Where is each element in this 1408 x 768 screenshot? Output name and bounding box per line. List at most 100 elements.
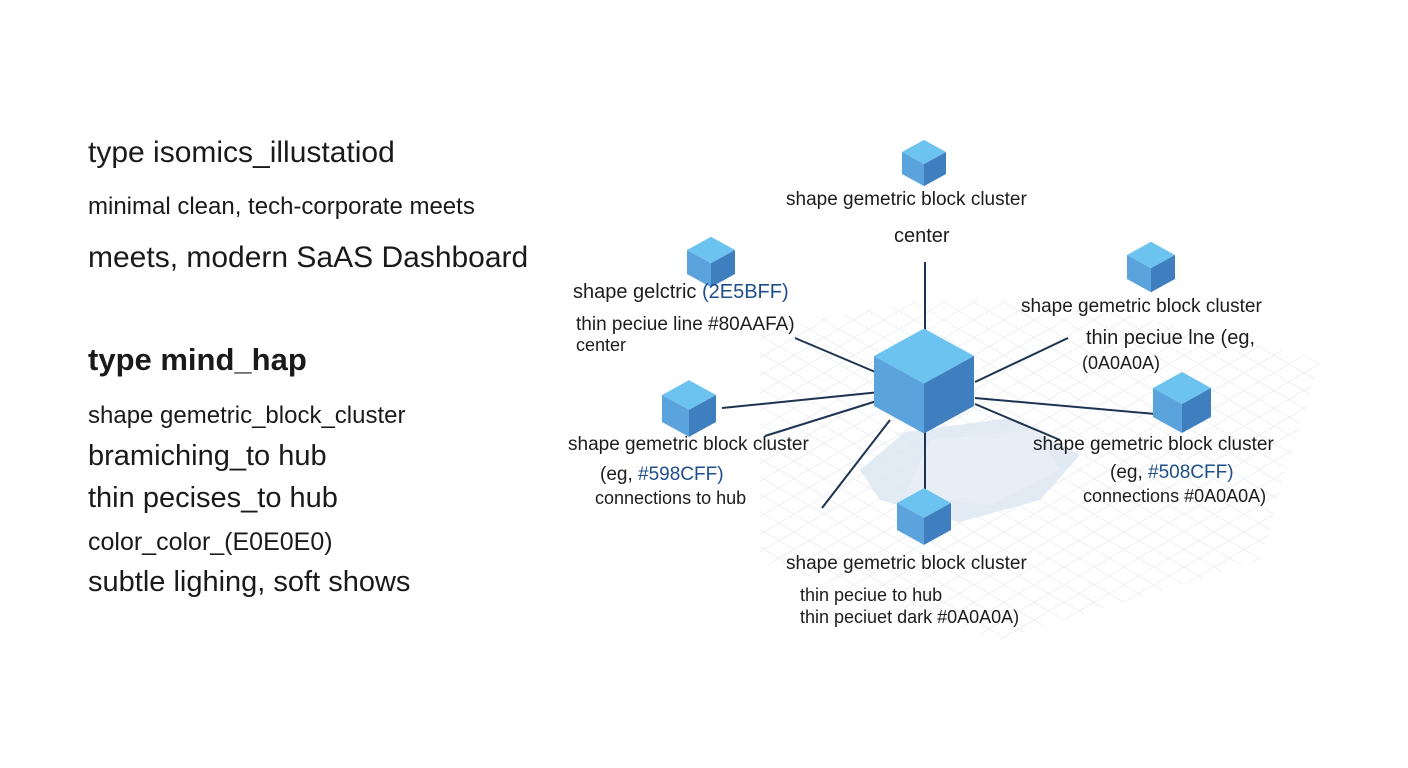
- upper-right-node-label: shape gemetric block cluster: [1021, 296, 1262, 317]
- cube-right-face: [1182, 388, 1211, 433]
- grid-line: [819, 299, 1320, 640]
- cube-right-face: [711, 250, 735, 288]
- cube-left-face: [902, 152, 924, 187]
- grid-line: [760, 299, 1099, 640]
- left-node-line-2: (eg, #598CFF): [600, 464, 724, 486]
- cube-right-face: [1151, 255, 1175, 293]
- grid-line: [760, 299, 1129, 640]
- connector-lower-right: [974, 403, 1061, 441]
- grid-line: [760, 299, 949, 640]
- top-node-sub: center: [894, 225, 950, 247]
- upper-left-node-label-accent: (2E5BFF): [701, 281, 789, 303]
- grid-line: [1239, 299, 1320, 640]
- upper-left-node-label-main: shape gelctric: [573, 281, 697, 303]
- grid-line: [879, 299, 1320, 640]
- grid-line: [1059, 299, 1320, 640]
- grid-line: [1209, 299, 1320, 640]
- grid-line: [1179, 299, 1320, 640]
- left-list-line-5: subtle lighing, soft shows: [88, 566, 411, 598]
- grid-line: [789, 299, 1320, 640]
- grid-line: [760, 299, 1069, 640]
- right-node-label: shape gemetric block cluster: [1033, 434, 1274, 455]
- grid-line: [760, 299, 979, 640]
- left-list-line-4: color_color_(E0E0E0): [88, 528, 333, 556]
- right-node-line-2-main: (eg,: [1110, 462, 1143, 483]
- cube-left-face: [662, 395, 689, 437]
- grid-line: [1299, 299, 1320, 640]
- left-node-line-2-accent: #598CFF): [638, 464, 724, 485]
- bottom-node-line-2: thin peciue to hub: [800, 585, 943, 605]
- upper-right-node-line-3: (0A0A0A): [1082, 353, 1161, 373]
- grid-line: [1089, 299, 1320, 640]
- connector-right: [974, 397, 1156, 415]
- grid-line: [1059, 299, 1320, 640]
- grid-line: [1330, 300, 1408, 640]
- grid-line: [1330, 300, 1408, 640]
- grid-line: [760, 299, 919, 640]
- grid-line: [879, 299, 1320, 640]
- left-desc-line-1: minimal clean, tech-corporate meets: [88, 193, 475, 220]
- grid-line: [760, 299, 829, 640]
- connector-bottom-mid: [821, 419, 891, 509]
- cube-right-face: [924, 356, 974, 434]
- right-node-line-2: (eg, #508CFF): [1110, 462, 1234, 484]
- upper-left-node-line-2: thin peciue line #80AAFA): [576, 314, 795, 335]
- grid-line: [760, 299, 859, 640]
- grid-line: [760, 299, 1129, 640]
- grid-line: [909, 299, 1320, 640]
- hub-cube: [874, 328, 974, 434]
- grid-line: [1269, 299, 1320, 640]
- grid-line: [969, 299, 1320, 640]
- upper-left-node-label: shape gelctric (2E5BFF): [573, 281, 789, 304]
- grid-line: [1360, 300, 1408, 640]
- left-heading-2: type mind_hap: [88, 342, 307, 377]
- left-cube: [662, 380, 716, 437]
- grid-line: [969, 299, 1320, 640]
- cube-right-face: [924, 503, 951, 545]
- grid-line: [939, 299, 1320, 640]
- cube-left-face: [1127, 255, 1151, 293]
- upper-right-cube: [1127, 241, 1175, 293]
- cube-left-face: [687, 250, 711, 288]
- left-list-line-3: thin pecises_to hub: [88, 482, 338, 514]
- connector-upper-left: [794, 337, 881, 375]
- grid-line: [1239, 299, 1320, 640]
- grid-line: [760, 299, 829, 640]
- left-node-line-3: connections to hub: [595, 488, 747, 508]
- grid-line: [849, 299, 1320, 640]
- hub-shadow-soft: [905, 430, 1060, 505]
- left-heading-1: type isomics_illustatiod: [88, 136, 395, 169]
- left-node-label: shape gemetric block cluster: [568, 434, 809, 455]
- left-node-line-2-main: (eg,: [600, 464, 633, 485]
- grid-line: [760, 299, 949, 640]
- grid-line: [1269, 299, 1320, 640]
- grid-line: [760, 299, 1039, 640]
- left-desc-line-2: meets, modern SaAS Dashboard: [88, 241, 529, 274]
- upper-right-node-line-2: thin peciue lne (eg,: [1086, 327, 1256, 349]
- grid-line: [1209, 299, 1320, 640]
- connector-lower-left: [764, 399, 881, 437]
- cube-left-face: [874, 356, 924, 434]
- grid-line: [1390, 300, 1408, 640]
- connector-upper-right: [974, 337, 1069, 383]
- cube-top-face: [662, 380, 716, 410]
- right-node-line-2-accent: #508CFF): [1148, 462, 1234, 483]
- grid-line: [760, 299, 889, 640]
- bottom-node-line-3: thin peciuet dark #0A0A0A): [800, 607, 1020, 627]
- grid-line: [1390, 300, 1408, 640]
- grid-line: [1360, 300, 1408, 640]
- cube-left-face: [897, 503, 924, 545]
- grid-line: [939, 299, 1320, 640]
- grid-line: [760, 299, 1099, 640]
- grid-line: [1299, 299, 1320, 640]
- cube-left-face: [1153, 388, 1182, 433]
- cube-right-face: [689, 395, 716, 437]
- upper-left-cube: [687, 236, 735, 288]
- top-node-label: shape gemetric block cluster: [786, 189, 1027, 210]
- bottom-cube: [897, 488, 951, 545]
- top-cube: [902, 139, 946, 187]
- bottom-node-label: shape gemetric block cluster: [786, 553, 1027, 574]
- grid-line: [1119, 299, 1320, 640]
